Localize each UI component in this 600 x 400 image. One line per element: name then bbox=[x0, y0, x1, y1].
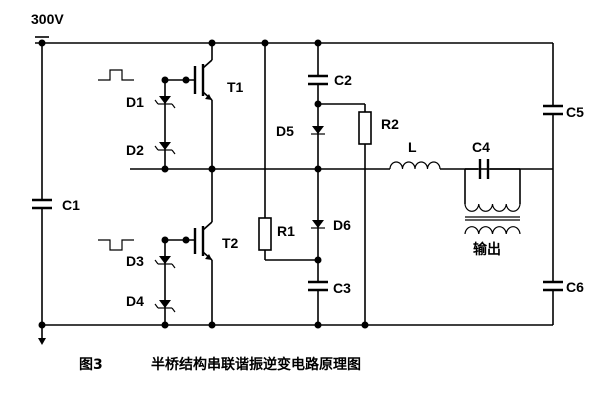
drive-pulse-lower bbox=[98, 239, 134, 251]
figure-number: 图3 bbox=[79, 357, 103, 373]
label-t1: T1 bbox=[227, 79, 244, 95]
inductor-l bbox=[389, 161, 441, 170]
label-c4: C4 bbox=[472, 139, 490, 155]
figure-caption: 半桥结构串联谐振逆变电路原理图 bbox=[151, 356, 361, 373]
diode-string-upper bbox=[154, 80, 176, 169]
supply-voltage-label: 300V bbox=[31, 11, 64, 27]
label-c6: C6 bbox=[566, 279, 584, 295]
junction-dots bbox=[38, 39, 369, 329]
label-d3: D3 bbox=[126, 253, 144, 269]
capacitor-c2 bbox=[308, 43, 328, 169]
label-output: 输出 bbox=[473, 241, 501, 258]
label-d2: D2 bbox=[126, 142, 144, 158]
label-c2: C2 bbox=[334, 72, 352, 88]
label-r1: R1 bbox=[277, 223, 295, 239]
label-r2: R2 bbox=[381, 116, 399, 132]
diode-d5 bbox=[311, 126, 325, 135]
bottom-rail bbox=[38, 324, 553, 345]
output-transformer bbox=[464, 159, 521, 235]
label-c3: C3 bbox=[333, 280, 351, 296]
capacitor-c3 bbox=[308, 280, 328, 325]
label-d4: D4 bbox=[126, 293, 144, 309]
drive-pulse-upper bbox=[98, 69, 134, 81]
diode-d6 bbox=[311, 169, 325, 282]
resistor-r1 bbox=[258, 43, 318, 261]
capacitor-c5 bbox=[543, 43, 563, 282]
resistor-r2 bbox=[318, 103, 372, 325]
label-d6: D6 bbox=[333, 217, 351, 233]
label-c1: C1 bbox=[62, 197, 80, 213]
diode-string-lower bbox=[154, 240, 176, 325]
label-l: L bbox=[408, 139, 417, 155]
label-d5: D5 bbox=[276, 123, 294, 139]
capacitor-c6 bbox=[543, 280, 563, 325]
label-c5: C5 bbox=[566, 104, 584, 120]
label-d1: D1 bbox=[126, 94, 144, 110]
transistor-t2 bbox=[165, 169, 213, 325]
capacitor-c1 bbox=[32, 43, 52, 325]
top-rail bbox=[35, 36, 553, 44]
label-t2: T2 bbox=[222, 235, 239, 251]
